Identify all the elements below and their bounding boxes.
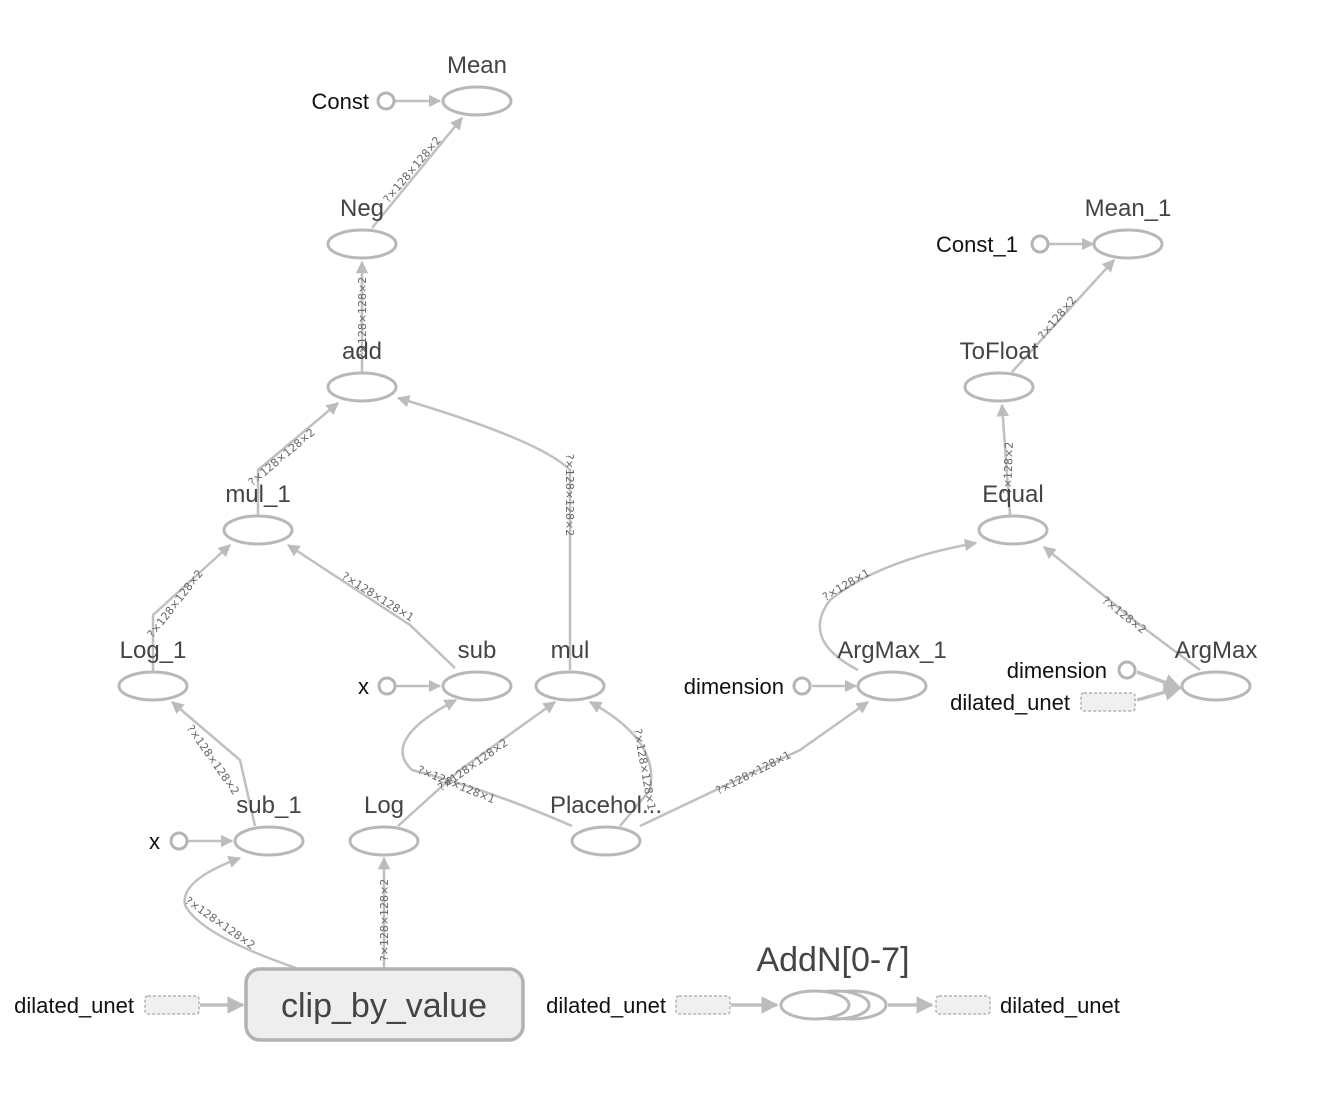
edge-argmax1-equal (818, 538, 978, 672)
edge-label-add-neg: ?×128×128×2 (356, 277, 369, 359)
edge-label-sub-mul1: ?×128×128×1 (339, 570, 416, 625)
edge-label-sub1-log1: ?×128×128×2 (184, 722, 242, 797)
node-mul-1[interactable]: mul_1 (222, 481, 294, 546)
node-log[interactable]: Log (348, 792, 420, 857)
node-neg[interactable]: Neg (326, 195, 398, 260)
edge-label-equal-tofloat: ?×128×2 (1001, 442, 1016, 495)
node-add-label: add (342, 338, 382, 365)
node-argmax-ref[interactable]: dilated_unet (950, 690, 1136, 715)
edge-ph-sub (401, 698, 573, 828)
node-argmax-dimension-label: dimension (1007, 658, 1107, 683)
node-mean[interactable]: Mean (441, 52, 513, 117)
node-placeholder-label: Placehol... (550, 792, 662, 819)
node-const-label: Const (312, 89, 369, 114)
node-const-1-label: Const_1 (936, 232, 1018, 257)
edge-equal-tofloat (996, 403, 1012, 516)
edge-log1-mul1 (151, 544, 231, 672)
node-mean-label: Mean (447, 52, 507, 79)
edge-label-argmax1-equal: ?×128×1 (820, 566, 872, 603)
edge-neg-mean (371, 117, 463, 229)
node-argmax-1-label: ArgMax_1 (837, 637, 946, 664)
node-mul-label: mul (551, 637, 590, 664)
edge-ph-argmax1 (639, 700, 870, 828)
edge-dim-argmax (1136, 670, 1182, 691)
node-argmax[interactable]: ArgMax (1175, 637, 1258, 702)
node-clip-ref-in[interactable]: dilated_unet (14, 993, 200, 1018)
edges (151, 94, 1201, 1014)
edge-label-mul-add: ?×128×128×2 (563, 454, 576, 536)
node-mean-1-label: Mean_1 (1085, 195, 1172, 222)
node-neg-label: Neg (340, 195, 384, 222)
edge-label-tofloat-mean1: ?×128×2 (1036, 294, 1080, 342)
node-mul-1-label: mul_1 (225, 481, 290, 508)
edge-label-clip-sub1: ?×128×128×2 (182, 894, 257, 952)
node-clip-ref-out-label: dilated_unet (546, 993, 666, 1018)
node-sub[interactable]: sub (441, 637, 513, 702)
node-argmax-1-dimension[interactable]: dimension (684, 674, 812, 699)
edge-log-mul (397, 700, 557, 827)
node-log-1-label: Log_1 (120, 637, 187, 664)
edge-sub1-log1 (171, 701, 257, 827)
edge-label-ph-argmax1: ?×128×128×1 (714, 748, 793, 797)
node-argmax-1-dimension-label: dimension (684, 674, 784, 699)
node-clip-by-value-label: clip_by_value (281, 987, 487, 1025)
node-tofloat-label: ToFloat (960, 338, 1039, 365)
node-clip-by-value[interactable]: clip_by_value (244, 967, 525, 1042)
edge-label-argmax-equal: ?×128×2 (1100, 594, 1149, 636)
node-addn-label: AddN[0-7] (756, 941, 909, 979)
node-equal[interactable]: Equal (977, 481, 1049, 546)
node-sub-1[interactable]: sub_1 (233, 792, 305, 857)
edge-mul-add (396, 395, 572, 670)
node-const-1[interactable]: Const_1 (936, 232, 1050, 257)
edge-clip-sub1 (183, 856, 297, 970)
node-placeholder[interactable]: Placehol... (550, 792, 662, 857)
node-clip-ref-out[interactable]: dilated_unet (546, 993, 731, 1018)
node-sub-x-label: x (358, 674, 369, 699)
node-log-label: Log (364, 792, 404, 819)
edge-label-neg-mean: ?×128×128×2 (381, 134, 444, 206)
edge-argmax-equal (1043, 546, 1201, 671)
node-const[interactable]: Const (312, 89, 396, 114)
edge-sub-mul1 (286, 543, 456, 669)
node-sub-1-label: sub_1 (236, 792, 301, 819)
node-sub-x[interactable]: x (358, 674, 397, 699)
node-sub-label: sub (458, 637, 497, 664)
node-argmax-ref-label: dilated_unet (950, 690, 1070, 715)
node-clip-ref-in-label: dilated_unet (14, 993, 134, 1018)
edge-ref-argmax (1136, 683, 1182, 702)
node-log-1[interactable]: Log_1 (117, 637, 189, 702)
node-mul[interactable]: mul (534, 637, 606, 702)
edge-mul1-add (256, 402, 339, 515)
node-equal-label: Equal (982, 481, 1043, 508)
edge-label-log1-mul1: ?×128×128×2 (145, 567, 206, 640)
node-sub-1-x[interactable]: x (149, 829, 189, 854)
node-tofloat[interactable]: ToFloat (960, 338, 1039, 403)
node-addn-ref-out[interactable]: dilated_unet (935, 993, 1120, 1018)
node-argmax-label: ArgMax (1175, 637, 1258, 664)
node-addn[interactable]: AddN[0-7] (756, 941, 910, 1021)
node-mean-1[interactable]: Mean_1 (1085, 195, 1172, 260)
edge-label-clip-log: ?×128×128×2 (378, 879, 391, 961)
node-argmax-1[interactable]: ArgMax_1 (837, 637, 947, 702)
edge-label-mul1-add: ?×128×128×2 (246, 426, 318, 489)
edge-ph-mul (588, 700, 653, 827)
node-argmax-dimension[interactable]: dimension (1007, 658, 1137, 683)
node-sub-1-x-label: x (149, 829, 160, 854)
node-add[interactable]: add (326, 338, 398, 403)
node-addn-ref-out-label: dilated_unet (1000, 993, 1120, 1018)
edge-tofloat-mean1 (1011, 259, 1115, 373)
